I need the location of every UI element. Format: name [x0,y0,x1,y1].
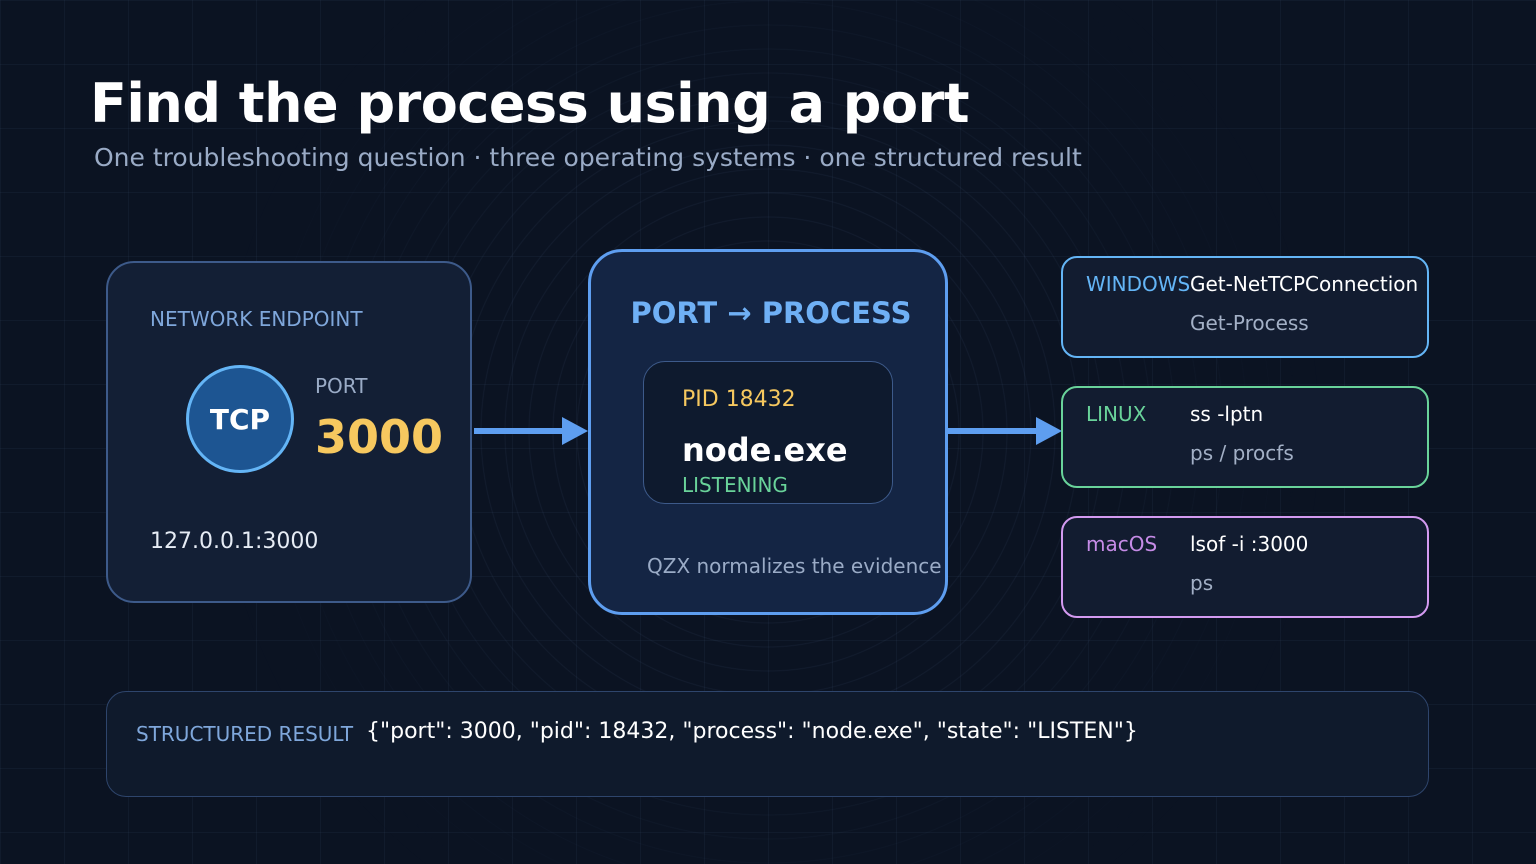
os-card-windows [1061,256,1429,358]
mapping-heading: PORT → PROCESS [630,296,912,330]
process-detail-box [643,361,893,504]
os-label-linux: LINUX [1086,402,1147,426]
os-command-windows-1: Get-NetTCPConnection [1190,272,1419,296]
os-command-linux-1: ss -lptn [1190,402,1264,426]
os-card-linux [1061,386,1429,488]
os-command-macos-1: lsof -i :3000 [1190,532,1309,556]
pid-label: PID 18432 [682,387,796,412]
structured-result-box [106,691,1429,797]
result-json: {"port": 3000, "pid": 18432, "process": … [366,719,1138,744]
protocol-label: TCP [209,402,271,436]
tcp-badge: TCP [186,365,294,473]
os-card-macos [1061,516,1429,618]
os-command-linux-2: ps / procfs [1190,441,1294,465]
endpoint-heading: NETWORK ENDPOINT [150,307,363,331]
page-title: Find the process using a port [90,72,970,135]
os-command-windows-2: Get-Process [1190,311,1309,335]
result-label: STRUCTURED RESULT [136,722,354,746]
endpoint-address: 127.0.0.1:3000 [150,529,319,554]
state-label: LISTENING [682,473,788,497]
os-command-macos-2: ps [1190,571,1214,595]
os-label-macos: macOS [1086,532,1158,556]
page-subtitle: One troubleshooting question · three ope… [94,143,1082,172]
os-label-windows: WINDOWS [1086,272,1191,296]
mapping-note: QZX normalizes the evidence [647,554,942,578]
arrow-endpoint-to-mapping [474,417,588,445]
process-name: node.exe [682,431,848,469]
port-label: PORT [315,374,368,398]
port-value: 3000 [315,410,444,464]
arrow-mapping-to-os [948,417,1062,445]
